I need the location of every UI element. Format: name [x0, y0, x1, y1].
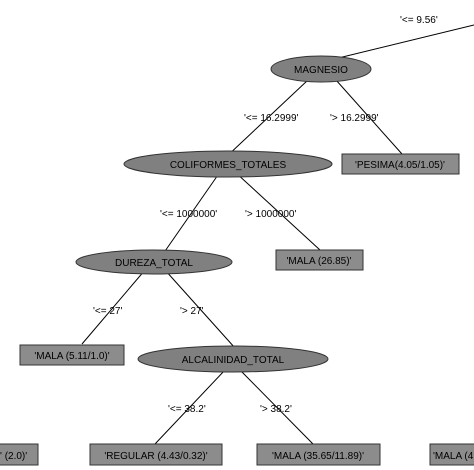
edge-label-magnesio-gt: '> 16.2999': [330, 113, 379, 124]
node-magnesio: MAGNESIO: [270, 55, 372, 83]
leaf-regular: 'REGULAR (4.43/0.32)': [89, 443, 223, 466]
leaf-mala-alcalinidad: 'MALA (35.65/11.89)': [256, 443, 381, 466]
node-coliformes-totales: COLIFORMES_TOTALES: [123, 150, 333, 178]
leaf-regular-label: 'REGULAR (4.43/0.32)': [104, 451, 207, 462]
edge-alcalinidad-le: [154, 369, 226, 445]
edge-label-root-to-magnesio: '<= 9.56': [400, 15, 438, 26]
leaf-pesima-label: 'PESIMA(4.05/1.05)': [355, 160, 445, 171]
leaf-left-cut-label: ' (2.0)': [0, 451, 27, 462]
edge-magnesio-gt: [335, 79, 403, 155]
leaf-mala-dureza-label: 'MALA (5.11/1.0)': [34, 351, 109, 362]
edge-label-dureza-gt: '> 27': [180, 306, 204, 317]
leaf-left-cut: ' (2.0)': [0, 443, 39, 466]
edge-label-coliformes-gt: '> 1000000': [245, 209, 296, 220]
node-dureza-label: DUREZA_TOTAL: [115, 258, 193, 269]
leaf-right-cut-label: 'MALA (4: [433, 451, 474, 462]
edge-alcalinidad-gt: [239, 369, 314, 445]
node-alcalinidad-label: ALCALINIDAD_TOTAL: [182, 355, 285, 366]
edge-root-to-magnesio: [321, 24, 474, 63]
node-magnesio-label: MAGNESIO: [294, 65, 348, 76]
leaf-mala-coliformes-label: 'MALA (26.85)': [287, 256, 352, 267]
edge-dureza-le: [81, 269, 146, 345]
leaf-pesima: 'PESIMA(4.05/1.05)': [341, 153, 460, 175]
leaf-mala-dureza: 'MALA (5.11/1.0)': [19, 344, 125, 366]
leaf-right-cut: 'MALA (4: [429, 443, 474, 466]
node-coliformes-label: COLIFORMES_TOTALES: [170, 160, 287, 171]
edge-coliformes-gt: [234, 171, 321, 251]
edge-coliformes-le: [162, 171, 221, 255]
edge-magnesio-le: [224, 79, 309, 159]
edge-label-alcalinidad-gt: '> 38.2': [260, 404, 292, 415]
edge-label-alcalinidad-le: '<= 38.2': [168, 404, 206, 415]
node-dureza-total: DUREZA_TOTAL: [75, 249, 233, 275]
edge-label-dureza-le: '<= 27': [93, 306, 122, 317]
edge-label-magnesio-le: '<= 16.2999': [244, 113, 299, 124]
node-alcalinidad-total: ALCALINIDAD_TOTAL: [137, 345, 329, 373]
leaf-mala-alcalinidad-label: 'MALA (35.65/11.89)': [272, 451, 364, 462]
edge-dureza-gt: [164, 269, 236, 349]
edge-label-coliformes-le: '<= 1000000': [160, 209, 217, 220]
leaf-mala-coliformes: 'MALA (26.85)': [275, 249, 364, 271]
